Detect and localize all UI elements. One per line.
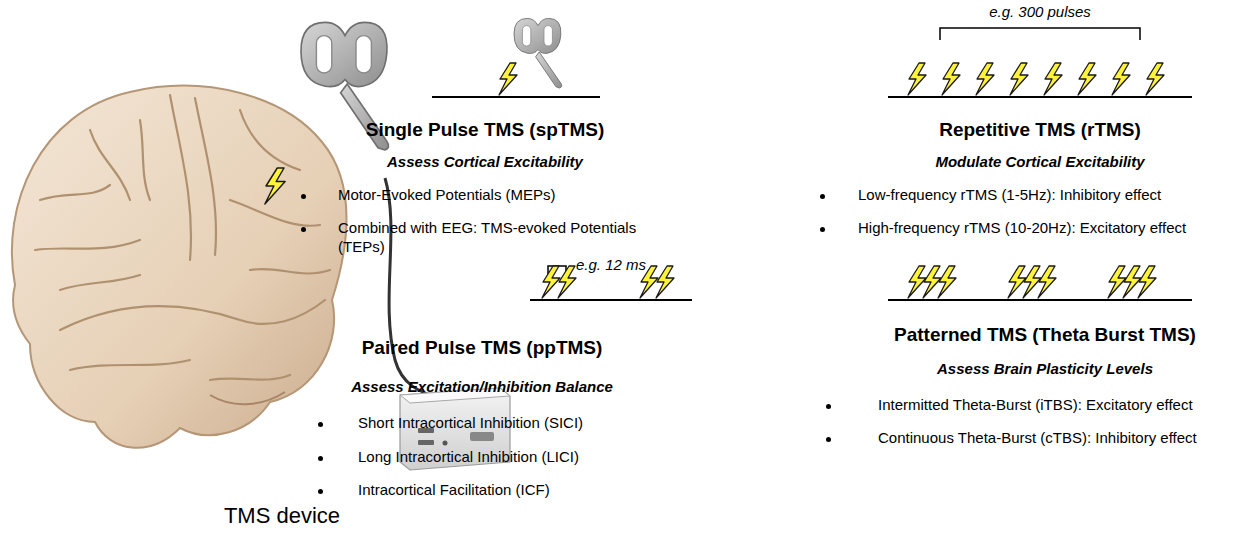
label-text: Low-frequency rTMS (1-5Hz): Inhibitory e… (858, 186, 1230, 205)
method-heading: Patterned TMS (Theta Burst TMS) (855, 323, 1235, 347)
bullet-item: Short Intracortical Inhibition (SICI) (358, 414, 678, 433)
bullet-dot (318, 456, 323, 461)
bullet-item: High-frequency rTMS (10-20Hz): Excitator… (858, 219, 1230, 238)
pulse-bolt (499, 63, 517, 95)
device-label: TMS device (182, 502, 382, 530)
label-text: Continuous Theta-Burst (cTBS): Inhibitor… (878, 429, 1233, 448)
bullet-dot (826, 404, 831, 409)
theta-bursts (908, 266, 1156, 298)
bullet-item: Intermitted Theta-Burst (iTBS): Excitato… (878, 396, 1233, 415)
bullet-dot (318, 489, 323, 494)
label-text: High-frequency rTMS (10-20Hz): Excitator… (858, 219, 1230, 238)
label-text: Combined with EEG: TMS-evoked Potentials… (338, 219, 643, 257)
label-text: Intracortical Facilitation (ICF) (358, 481, 678, 500)
label-text: Patterned TMS (Theta Burst TMS) (855, 323, 1235, 347)
bullet-item: Low-frequency rTMS (1-5Hz): Inhibitory e… (858, 186, 1230, 205)
bullet-dot (820, 227, 825, 232)
label-text: Modulate Cortical Excitability (870, 153, 1210, 172)
label-text: Assess Brain Plasticity Levels (875, 360, 1215, 379)
tms-coil-icon (514, 18, 562, 88)
bullet-dot (301, 194, 306, 199)
bullet-item: Combined with EEG: TMS-evoked Potentials… (338, 219, 643, 257)
label-text: Paired Pulse TMS (ppTMS) (322, 336, 642, 360)
label-text: Short Intracortical Inhibition (SICI) (358, 414, 678, 433)
timeline (888, 299, 1192, 301)
label-text: Long Intracortical Inhibition (LICI) (358, 448, 678, 467)
bracket (940, 28, 1140, 40)
pulse-bolt (265, 168, 285, 204)
bullet-item: Continuous Theta-Burst (cTBS): Inhibitor… (878, 429, 1233, 448)
pulse-count-note: e.g. 300 pulses (940, 3, 1140, 22)
label-text: Assess Cortical Excitability (325, 153, 645, 172)
bullet-item: Motor-Evoked Potentials (MEPs) (338, 186, 658, 205)
bullet-dot (301, 227, 306, 232)
method-purpose: Assess Cortical Excitability (325, 153, 645, 172)
label-text: TMS device (182, 502, 382, 530)
label-text: Assess Excitation/Inhibition Balance (312, 378, 652, 397)
method-heading: Repetitive TMS (rTMS) (870, 118, 1210, 142)
bullet-item: Intracortical Facilitation (ICF) (358, 481, 678, 500)
method-purpose: Assess Excitation/Inhibition Balance (312, 378, 652, 397)
pulse-train (908, 63, 1164, 95)
coil-cable (385, 178, 438, 398)
label-text: Motor-Evoked Potentials (MEPs) (338, 186, 658, 205)
label-text: Single Pulse TMS (spTMS) (325, 118, 645, 142)
timeline (432, 96, 600, 98)
interval-note: e.g. 12 ms (576, 256, 686, 275)
bullet-dot (826, 437, 831, 442)
label-text: Intermitted Theta-Burst (iTBS): Excitato… (878, 396, 1233, 415)
label-text: Repetitive TMS (rTMS) (870, 118, 1210, 142)
bullet-dot (820, 194, 825, 199)
label-text: e.g. 12 ms (576, 256, 686, 275)
brain-illustration (12, 86, 347, 448)
method-heading: Paired Pulse TMS (ppTMS) (322, 336, 642, 360)
timeline (888, 96, 1192, 98)
bullet-item: Long Intracortical Inhibition (LICI) (358, 448, 678, 467)
timeline (530, 299, 692, 301)
method-purpose: Assess Brain Plasticity Levels (875, 360, 1215, 379)
bullet-dot (318, 422, 323, 427)
method-heading: Single Pulse TMS (spTMS) (325, 118, 645, 142)
label-text: e.g. 300 pulses (940, 3, 1140, 22)
method-purpose: Modulate Cortical Excitability (870, 153, 1210, 172)
